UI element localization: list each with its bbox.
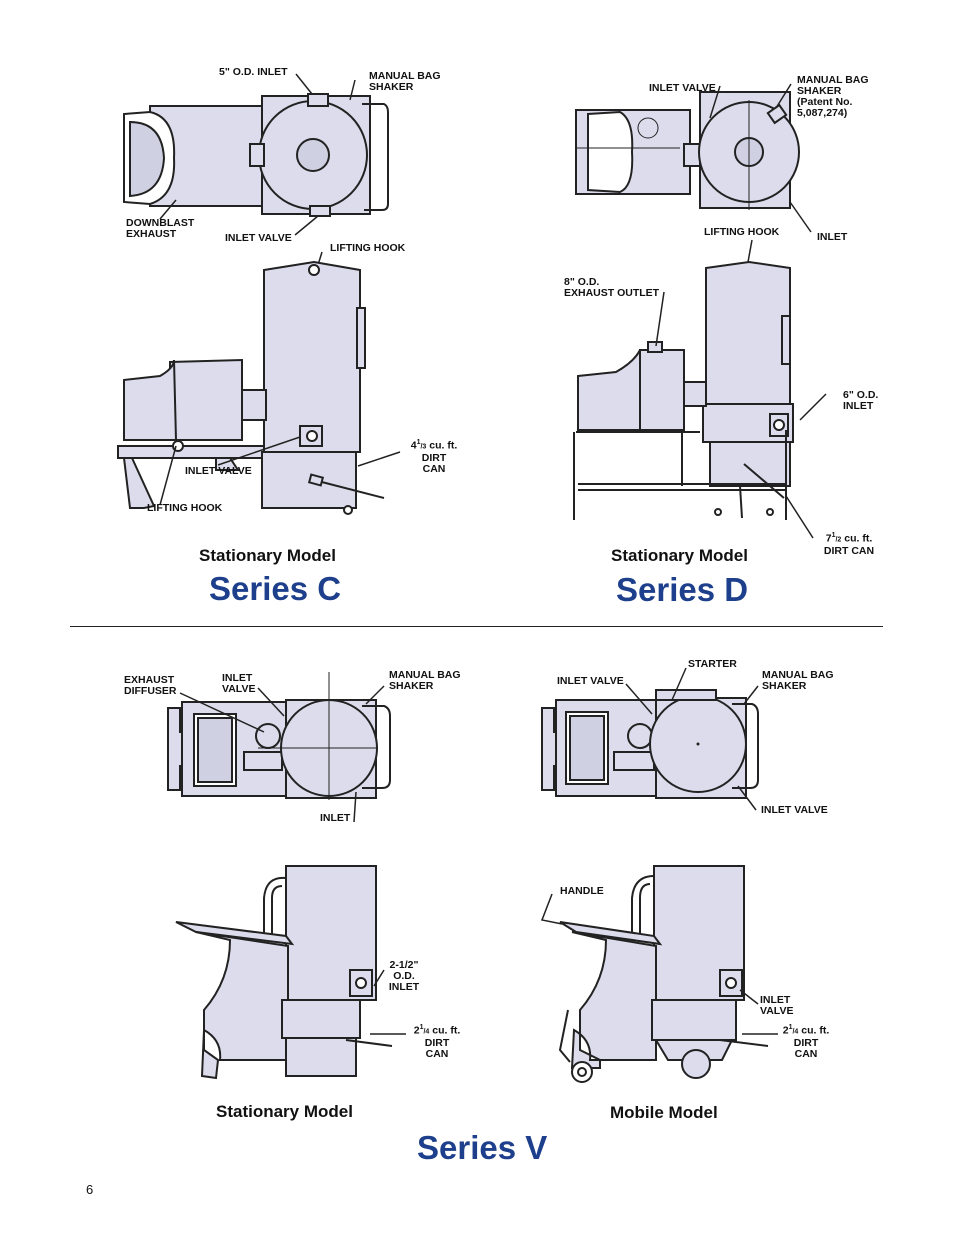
- dirt-can-size-sub: /2: [835, 536, 842, 544]
- label-inlet-valve: INLET VALVE: [225, 232, 292, 244]
- label-exhaust-outlet: 8" O.D. EXHAUST OUTLET: [564, 276, 660, 299]
- label-inlet: INLET: [320, 812, 351, 824]
- dirt-can-size-sup: 1: [831, 532, 836, 539]
- label-inlet-valve: INLET VALVE: [185, 465, 252, 477]
- label-dirt-can: 21/4 cu. ft. DIRT CAN: [406, 1022, 468, 1060]
- dirt-can-size-sub: /4: [792, 1028, 799, 1036]
- series-d-title: Series D: [616, 571, 749, 608]
- dirt-can-size-whole: 4: [410, 439, 417, 452]
- dirt-can-size-rest: cu. ft. DIRT CAN: [424, 1024, 461, 1060]
- label-inlet-valve: INLET VALVE: [557, 675, 624, 687]
- series-c-top-view: [123, 73, 389, 236]
- dirt-can-size-sup: 1: [419, 1024, 424, 1031]
- label-downblast-exhaust: DOWNBLAST EXHAUST: [126, 217, 195, 240]
- label-inlet-valve: INLET VALVE: [649, 82, 716, 94]
- label-manual-bag-shaker: MANUAL BAG SHAKER: [762, 669, 834, 692]
- dirt-can-size-rest: cu. ft. DIRT CAN: [823, 532, 875, 557]
- label-inlet: INLET: [817, 231, 848, 243]
- label-dirt-can: 41/3 cu. ft. DIRT CAN: [403, 437, 465, 475]
- page-number: 6: [86, 1182, 94, 1197]
- label-exhaust-diffuser: EXHAUST DIFFUSER: [124, 674, 177, 697]
- series-v-stationary-side-view: [175, 865, 406, 1080]
- dirt-can-size-whole: 2: [413, 1024, 420, 1037]
- dirt-can-size-sup: 1: [416, 439, 421, 446]
- label-lifting-hook: LIFTING HOOK: [330, 242, 406, 254]
- label-6in-inlet: 6" O.D. INLET: [843, 389, 879, 412]
- dirt-can-size-sub: /4: [423, 1028, 430, 1036]
- dirt-can-size-whole: 7: [825, 532, 832, 545]
- series-v-title: Series V: [417, 1129, 548, 1166]
- series-v-mobile-model: Mobile Model: [610, 1103, 718, 1122]
- label-manual-bag-shaker: MANUAL BAG SHAKER (Patent No. 5,087,274): [797, 74, 869, 119]
- dirt-can-size-rest: cu. ft. DIRT CAN: [421, 439, 458, 475]
- series-d-top-view: [575, 83, 812, 233]
- label-lifting-hook: LIFTING HOOK: [147, 502, 223, 514]
- series-d-model: Stationary Model: [611, 546, 748, 565]
- series-v-mobile-side-view: [540, 865, 778, 1083]
- label-inlet-valve: INLET VALVE: [222, 672, 256, 695]
- label-dirt-can: 71/2 cu. ft. DIRT CAN: [816, 530, 882, 557]
- label-manual-bag-shaker: MANUAL BAG SHAKER: [389, 669, 461, 692]
- series-v-stationary-model: Stationary Model: [216, 1102, 353, 1121]
- label-starter: STARTER: [688, 658, 737, 670]
- series-c-side-view: [117, 251, 401, 515]
- dirt-can-size-sup: 1: [788, 1024, 793, 1031]
- series-c-title: Series C: [209, 570, 342, 607]
- label-handle: HANDLE: [560, 885, 604, 897]
- label-inlet-valve: INLET VALVE: [760, 994, 794, 1017]
- series-d-side-view: [573, 239, 827, 539]
- dirt-can-size-whole: 2: [782, 1024, 789, 1037]
- label-inlet-valve: INLET VALVE: [761, 804, 828, 816]
- dirt-can-size-sub: /3: [420, 443, 427, 451]
- label-dirt-can: 21/4 cu. ft. DIRT CAN: [776, 1022, 836, 1060]
- series-c-model: Stationary Model: [199, 546, 336, 565]
- label-lifting-hook: LIFTING HOOK: [704, 226, 780, 238]
- dirt-can-size-rest: cu. ft. DIRT CAN: [793, 1024, 830, 1060]
- series-v-stationary-top-view: [167, 672, 391, 823]
- section-divider: [70, 626, 883, 627]
- label-inlet-size: 2-1/2" O.D. INLET: [388, 959, 420, 993]
- label-manual-bag-shaker: MANUAL BAG SHAKER: [369, 70, 441, 93]
- series-v-mobile-top-view: [541, 667, 759, 811]
- label-5in-inlet: 5" O.D. INLET: [219, 66, 288, 78]
